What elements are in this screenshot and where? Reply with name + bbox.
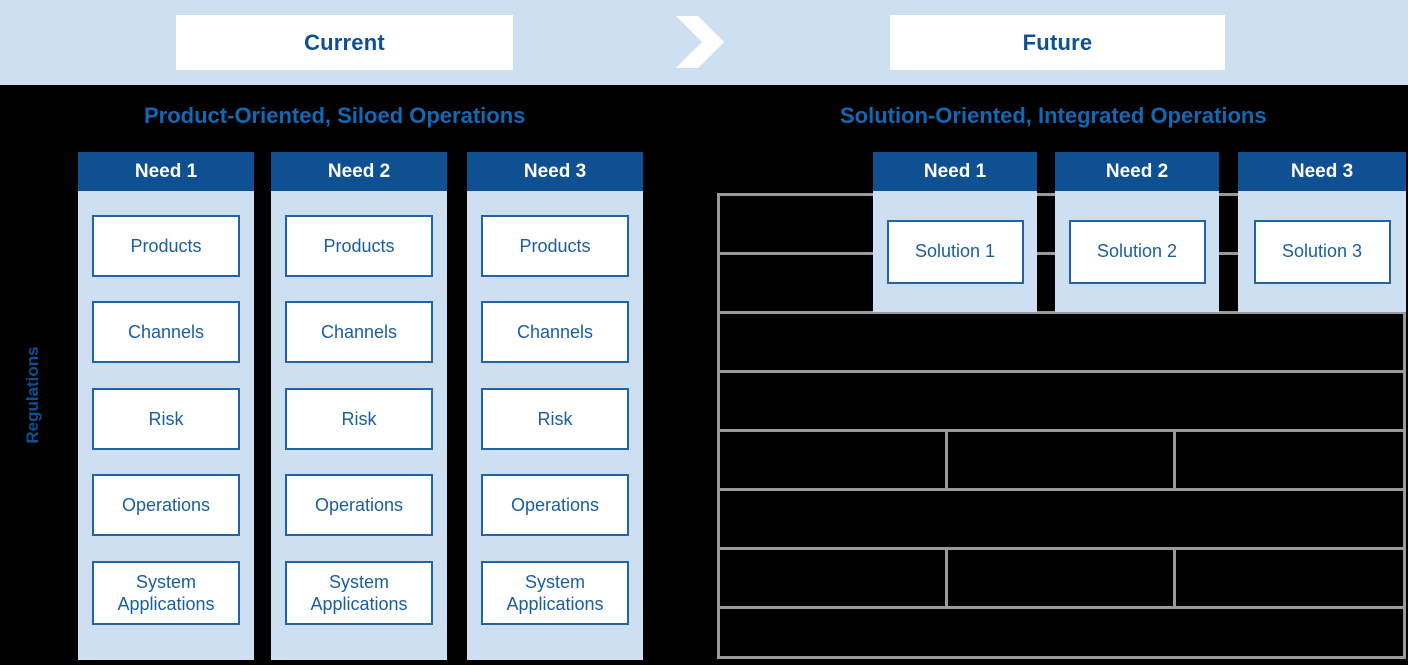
cell-channels[interactable]: Channels bbox=[481, 301, 629, 363]
cell-slot: System Applications bbox=[271, 561, 447, 625]
grid-cell bbox=[720, 609, 1403, 656]
caption-future: Solution-Oriented, Integrated Operations bbox=[840, 103, 1267, 128]
cell-system-applications[interactable]: System Applications bbox=[481, 561, 629, 625]
cell-system-applications[interactable]: System Applications bbox=[285, 561, 433, 625]
grid-cell bbox=[948, 432, 1176, 488]
grid-cell bbox=[720, 550, 949, 606]
cell-products[interactable]: Products bbox=[92, 215, 240, 277]
cell-solution-2[interactable]: Solution 2 bbox=[1068, 219, 1206, 284]
future-column-need-3[interactable]: Need 3 Solution 3 bbox=[1238, 152, 1406, 312]
column-header: Need 1 bbox=[78, 152, 254, 191]
caption-current: Product-Oriented, Siloed Operations bbox=[144, 103, 526, 128]
cell-slot: Operations bbox=[467, 474, 643, 536]
cell-slot: Risk bbox=[271, 388, 447, 450]
cell-risk[interactable]: Risk bbox=[92, 388, 240, 450]
cell-slot: System Applications bbox=[78, 561, 254, 625]
grid-cell bbox=[720, 314, 1403, 370]
cell-products[interactable]: Products bbox=[285, 215, 433, 277]
cell-slot: System Applications bbox=[467, 561, 643, 625]
cell-slot: Products bbox=[467, 215, 643, 277]
cell-risk[interactable]: Risk bbox=[285, 388, 433, 450]
phase-current-box[interactable]: Current bbox=[176, 15, 513, 70]
cell-operations[interactable]: Operations bbox=[92, 474, 240, 536]
column-header: Need 2 bbox=[271, 152, 447, 191]
phase-future-box[interactable]: Future bbox=[890, 15, 1225, 70]
cell-slot: Channels bbox=[467, 301, 643, 363]
grid-row bbox=[720, 373, 1403, 432]
current-column-need-3[interactable]: Need 3 Products Channels Risk Operations… bbox=[467, 152, 643, 660]
column-header: Need 3 bbox=[1238, 152, 1406, 191]
solution-slot: Solution 1 bbox=[873, 191, 1037, 312]
cell-system-applications[interactable]: System Applications bbox=[92, 561, 240, 625]
grid-cell bbox=[948, 550, 1176, 606]
column-header: Need 3 bbox=[467, 152, 643, 191]
cell-solution-1[interactable]: Solution 1 bbox=[886, 219, 1024, 284]
grid-cell bbox=[720, 432, 949, 488]
column-header: Need 2 bbox=[1055, 152, 1219, 191]
cell-slot: Channels bbox=[78, 301, 254, 363]
current-column-need-1[interactable]: Need 1 Products Channels Risk Operations… bbox=[78, 152, 254, 660]
grid-row bbox=[720, 255, 1403, 314]
grid-cell bbox=[1176, 432, 1403, 488]
cell-slot: Products bbox=[78, 215, 254, 277]
grid-row bbox=[720, 609, 1403, 656]
regulations-axis-label: Regulations bbox=[23, 346, 42, 444]
cell-products[interactable]: Products bbox=[481, 215, 629, 277]
solution-slot: Solution 2 bbox=[1055, 191, 1219, 312]
cell-slot: Operations bbox=[78, 474, 254, 536]
grid-cell bbox=[1176, 550, 1403, 606]
grid-row bbox=[720, 432, 1403, 491]
cell-channels[interactable]: Channels bbox=[285, 301, 433, 363]
grid-cell bbox=[720, 373, 1403, 429]
cell-channels[interactable]: Channels bbox=[92, 301, 240, 363]
chevron-right-icon bbox=[676, 16, 724, 68]
grid-cell bbox=[720, 491, 1403, 547]
grid-row bbox=[720, 314, 1403, 373]
cell-solution-3[interactable]: Solution 3 bbox=[1253, 219, 1391, 284]
grid-row bbox=[720, 491, 1403, 550]
future-column-need-1[interactable]: Need 1 Solution 1 bbox=[873, 152, 1037, 312]
cell-slot: Channels bbox=[271, 301, 447, 363]
phase-band: Current Future bbox=[0, 0, 1408, 85]
cell-slot: Products bbox=[271, 215, 447, 277]
cell-slot: Risk bbox=[467, 388, 643, 450]
current-column-need-2[interactable]: Need 2 Products Channels Risk Operations… bbox=[271, 152, 447, 660]
cell-risk[interactable]: Risk bbox=[481, 388, 629, 450]
future-column-need-2[interactable]: Need 2 Solution 2 bbox=[1055, 152, 1219, 312]
cell-slot: Operations bbox=[271, 474, 447, 536]
column-header: Need 1 bbox=[873, 152, 1037, 191]
cell-slot: Risk bbox=[78, 388, 254, 450]
cell-operations[interactable]: Operations bbox=[481, 474, 629, 536]
grid-row bbox=[720, 550, 1403, 609]
cell-operations[interactable]: Operations bbox=[285, 474, 433, 536]
solution-slot: Solution 3 bbox=[1238, 191, 1406, 312]
